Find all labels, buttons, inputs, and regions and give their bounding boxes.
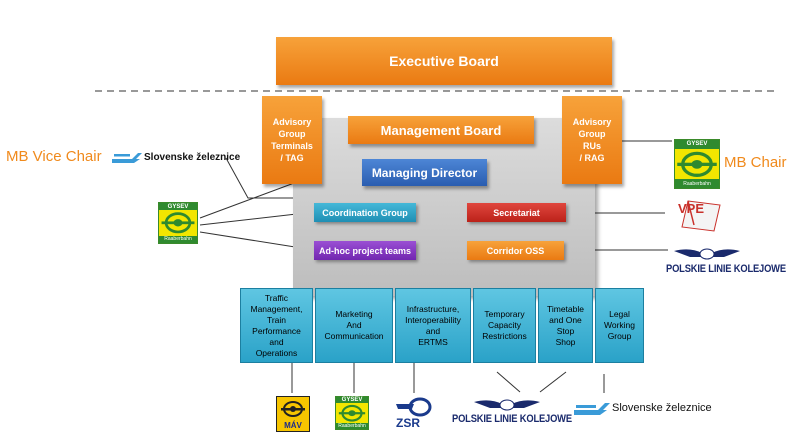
gysev-wheel-icon [338,404,366,422]
plk-logo-right: POLSKIE LINIE KOLEJOWE [666,245,786,279]
coordination-group-label: Coordination Group [322,207,408,218]
gysev-bottom-text: Raaberbahn [675,179,719,188]
working-group-label: Traffic Management, Train Performance an… [250,292,303,358]
plk-text: POLSKIE LINIE KOLEJOWE [666,263,786,275]
slovenske-arrow-icon [112,153,142,163]
executive-board: Executive Board [276,37,612,85]
advisory-group-terminals: Advisory Group Terminals / TAG [262,96,322,184]
working-group-tcr: Temporary Capacity Restrictions [473,288,536,363]
management-board-label: Management Board [380,122,502,138]
working-group-timetable: Timetable and One Stop Shop [538,288,593,363]
gysev-logo-left: GYSEV Raaberbahn [158,202,198,244]
working-group-label: Legal Working Group [603,309,636,341]
advisory-group-rus: Advisory Group RUs / RAG [562,96,622,184]
working-group-marketing: Marketing And Communication [315,288,393,363]
adhoc-teams-label: Ad-hoc project teams [318,245,412,256]
managing-director-label: Managing Director [371,165,478,180]
working-group-label: Marketing And Communication [324,309,384,341]
zsr-text: ZSR [396,416,420,430]
gysev-top-text: GYSEV [336,397,368,403]
plk-wings-icon [474,399,540,411]
mb-chair-label: MB Chair [724,154,787,171]
gysev-wheel-icon [677,151,717,177]
vice-chair-connector [225,157,314,199]
executive-board-label: Executive Board [389,53,499,69]
gysev-logo-right: GYSEV Raaberbahn [674,139,720,189]
working-group-label: Temporary Capacity Restrictions [482,309,527,341]
zsr-logo: ZSR [394,396,438,430]
adhoc-project-teams: Ad-hoc project teams [314,241,416,260]
managing-director: Managing Director [362,159,487,186]
working-group-traffic: Traffic Management, Train Performance an… [240,288,313,363]
working-group-label: Timetable and One Stop Shop [546,303,584,347]
vpe-logo: VPE [668,197,724,233]
gysev-bottom-text: Raaberbahn [159,235,197,243]
management-board: Management Board [348,116,534,144]
secretariat: Secretariat [467,203,566,222]
working-group-label: Infrastructure, Interoperability and ERT… [405,303,461,347]
vpe-paper-icon [681,200,721,232]
gysev-wheel-icon [161,212,195,234]
gysev-bottom-text: Raaberbahn [336,423,368,429]
secretariat-label: Secretariat [493,207,540,218]
plk-wings-icon [674,248,740,260]
coordination-group: Coordination Group [314,203,416,222]
plk-logo-bottom: POLSKIE LINIE KOLEJOWE [452,396,572,428]
vpe-text: VPE [678,201,705,216]
slovenske-text: Slovenske železnice [144,151,241,163]
mav-wheel-icon [281,401,305,417]
slovenske-logo-top: Slovenske železnice [110,150,240,164]
slovenske-text: Slovenske železnice [612,402,712,414]
slovenske-logo-bottom: Slovenske železnice [572,400,712,416]
zsr-wheel-icon [396,397,432,417]
mav-text: MÁV [284,421,302,430]
advisory-rus-label: Advisory Group RUs / RAG [572,117,612,163]
plk-right-connector [539,371,567,393]
mav-logo: MÁV [276,396,310,432]
slovenske-arrow-icon [574,403,610,415]
gysev-top-text: GYSEV [675,140,719,149]
gysev-logo-bottom: GYSEV Raaberbahn [335,396,369,430]
gysev-top-text: GYSEV [159,203,197,211]
mb-vice-chair-label: MB Vice Chair [6,148,102,165]
advisory-terminals-label: Advisory Group Terminals / TAG [271,117,313,163]
plk-left-connector [496,371,521,393]
corridor-oss-label: Corridor OSS [486,245,545,256]
plk-text: POLSKIE LINIE KOLEJOWE [452,413,572,425]
corridor-oss: Corridor OSS [467,241,564,260]
working-group-legal: Legal Working Group [595,288,644,363]
working-group-infrastructure: Infrastructure, Interoperability and ERT… [395,288,471,363]
